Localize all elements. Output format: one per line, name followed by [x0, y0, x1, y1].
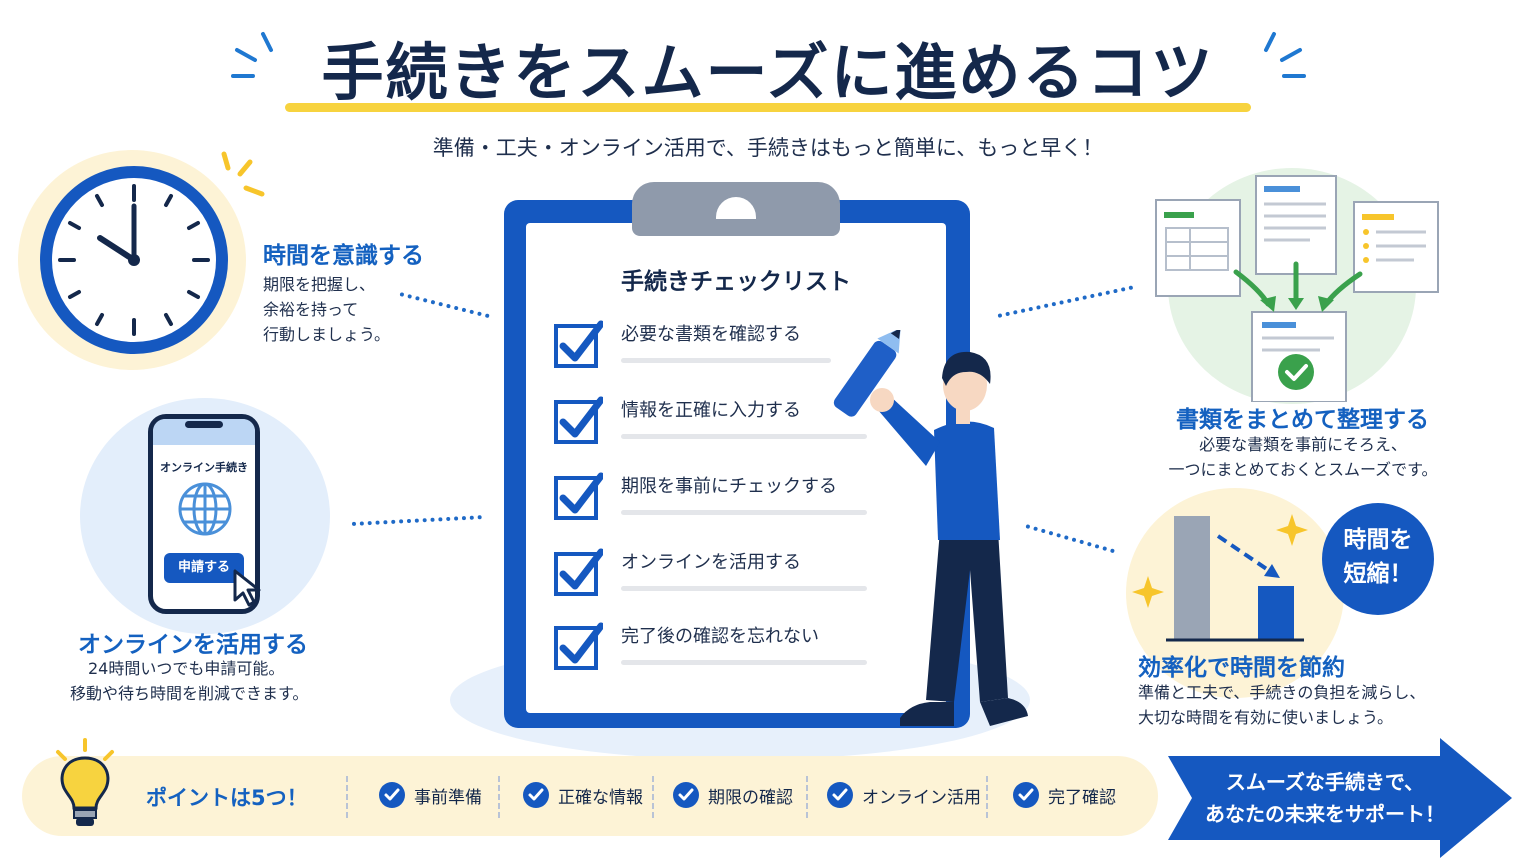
check-circle-icon [523, 782, 549, 808]
checklist-item-line [621, 586, 867, 591]
badge-line: 時間を [1343, 527, 1413, 553]
check-circle-icon [673, 782, 699, 808]
checkbox-checked-icon [554, 320, 603, 368]
efficiency-desc-line: 大切な時間を有効に使いましょう。 [1138, 708, 1394, 727]
title-burst-left-icon [231, 32, 273, 78]
divider [498, 776, 500, 818]
checkbox-checked-icon [554, 622, 603, 670]
checklist-item-line [621, 434, 867, 439]
point-label: 期限の確認 [708, 787, 793, 808]
banner-line: スムーズな手続きで、 [1225, 770, 1425, 794]
point-label: 正確な情報 [558, 787, 643, 808]
page-subtitle: 準備・工夫・オンライン活用で、手続きはもっと簡単に、もっと早く！ [432, 136, 1104, 160]
online-desc-line: 移動や待ち時間を削減できます。 [70, 684, 309, 703]
apply-button[interactable]: 申請する [164, 553, 244, 583]
divider [652, 776, 654, 818]
bar-chart-decrease-icon [1132, 514, 1308, 642]
clock-icon [40, 166, 228, 354]
point-label: 完了確認 [1048, 787, 1116, 808]
points-bar [22, 756, 1158, 836]
checklist-item: 完了後の確認を忘れない [553, 620, 883, 680]
phone-notch [185, 421, 223, 428]
time-desc-line: 行動しましょう。 [263, 325, 391, 344]
checklist-item: 情報を正確に入力する [553, 394, 883, 454]
checklist-item-line [621, 510, 867, 515]
time-feature-title: 時間を意識する [263, 243, 424, 269]
checklist-item-line [621, 660, 867, 665]
documents-icon [1155, 175, 1439, 402]
check-circle-icon [827, 782, 853, 808]
phone-screen-title: オンライン手続き [160, 461, 248, 474]
connector-dots [351, 515, 482, 526]
documents-feature-title: 書類をまとめて整理する [1176, 407, 1429, 433]
divider [806, 776, 808, 818]
clock-burst-icon [221, 151, 265, 197]
efficiency-blob [1126, 488, 1344, 698]
connector-dots [997, 285, 1134, 318]
checklist-item-line [621, 358, 831, 363]
checkbox-checked-icon [554, 472, 603, 520]
cursor-icon [233, 569, 261, 607]
title-underline [285, 103, 1251, 112]
smartphone-icon: オンライン手続き 申請する [148, 414, 260, 614]
lightbulb-icon [56, 738, 114, 826]
documents-desc-line: 必要な書類を事前にそろえ、 [1199, 435, 1407, 454]
clipboard-clip-hole [716, 197, 756, 219]
divider [986, 776, 988, 818]
checklist-title: 手続きチェックリスト [621, 269, 851, 295]
point-item: 事前準備 [378, 780, 482, 810]
efficiency-feature-desc: 準備と工夫で、手続きの負担を減らし、 大切な時間を有効に使いましょう。 [1138, 680, 1425, 730]
check-circle-icon [1013, 782, 1039, 808]
globe-icon [178, 482, 232, 536]
checklist-item: 期限を事前にチェックする [553, 470, 883, 530]
checklist-item: 必要な書類を確認する [553, 318, 883, 378]
checklist-item-label: 期限を事前にチェックする [621, 476, 837, 497]
checklist-item-label: 必要な書類を確認する [621, 324, 801, 345]
online-feature-desc: 24時間いつでも申請可能。 移動や待ち時間を削減できます。 [70, 656, 308, 706]
divider [346, 776, 348, 818]
points-title: ポイントは5つ！ [146, 786, 308, 810]
documents-feature-desc: 必要な書類を事前にそろえ、 一つにまとめておくとスムーズです。 [1160, 432, 1446, 482]
checkbox-checked-icon [554, 548, 603, 596]
time-feature-desc: 期限を把握し、 余裕を持って 行動しましょう。 [263, 272, 390, 347]
check-circle-icon [379, 782, 405, 808]
arrow-banner [1168, 738, 1512, 858]
efficiency-desc-line: 準備と工夫で、手続きの負担を減らし、 [1138, 683, 1426, 702]
online-feature-title: オンラインを活用する [78, 632, 308, 658]
page-title: 手続きをスムーズに進めるコツ [321, 36, 1215, 109]
checklist-item-label: オンラインを活用する [621, 552, 801, 573]
time-desc-line: 余裕を持って [263, 300, 359, 319]
person-with-pencil-illustration [833, 330, 1028, 726]
checklist-item-label: 完了後の確認を忘れない [621, 626, 819, 647]
point-item: オンライン活用 [826, 780, 981, 810]
checklist-item: オンラインを活用する [553, 546, 883, 606]
efficiency-feature-title: 効率化で時間を節約 [1138, 655, 1345, 681]
phone-header [153, 419, 255, 445]
online-desc-line: 24時間いつでも申請可能。 [88, 659, 285, 678]
time-saving-badge: 時間を 短縮！ [1322, 503, 1434, 615]
checkbox-checked-icon [554, 396, 603, 444]
title-burst-right-icon [1264, 32, 1306, 78]
checklist-item-label: 情報を正確に入力する [621, 400, 801, 421]
point-item: 期限の確認 [672, 780, 793, 810]
arrow-banner-text: スムーズな手続きで、 あなたの未来をサポート！ [1170, 766, 1480, 830]
badge-line: 短縮！ [1343, 561, 1413, 587]
point-label: オンライン活用 [862, 787, 981, 808]
banner-line: あなたの未来をサポート！ [1205, 802, 1445, 826]
documents-desc-line: 一つにまとめておくとスムーズです。 [1168, 460, 1438, 479]
time-desc-line: 期限を把握し、 [263, 275, 376, 294]
point-item: 完了確認 [1012, 780, 1116, 810]
point-label: 事前準備 [414, 787, 482, 808]
point-item: 正確な情報 [522, 780, 643, 810]
connector-dots [399, 292, 490, 319]
